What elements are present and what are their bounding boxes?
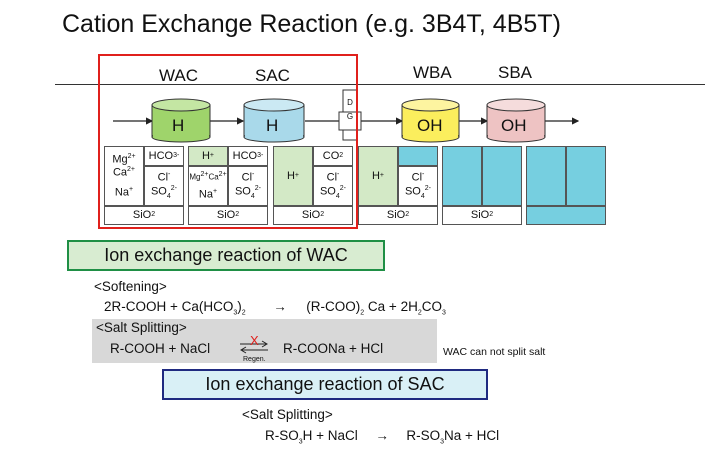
raw-cations: Mg2+ Ca2+ Na+ (104, 146, 144, 206)
after-sba-removed-b (566, 146, 606, 206)
after-wac-cations: Mg2+Ca2+ Na+ (188, 166, 228, 206)
flow-diagram (113, 89, 580, 143)
sba-vessel (486, 98, 546, 143)
wba-vessel (401, 98, 460, 143)
label-wac: WAC (159, 66, 199, 85)
sac-section-heading: Ion exchange reaction of SAC (162, 369, 488, 400)
after-wac-hydrogen: H+ (188, 146, 228, 166)
wac-sac-highlight-box (98, 54, 358, 229)
after-sac-hydrogen: H+ (273, 146, 313, 206)
label-wba: WBA (413, 63, 452, 82)
degasser-label: D G (346, 98, 354, 121)
after-dg-removed (398, 146, 438, 166)
process-line (55, 84, 705, 85)
after-sba-removed-silica (526, 206, 606, 225)
after-sac-anions: Cl- SO42- (313, 166, 353, 206)
after-sba-removed-a (526, 146, 566, 206)
after-wac-anions: Cl- SO42- (228, 166, 268, 206)
wac-vessel-label: H (172, 116, 185, 135)
raw-anions: Cl- SO42- (144, 166, 184, 206)
after-dg-hydrogen: H+ (358, 146, 398, 206)
softening-label: <Softening> (94, 279, 167, 294)
after-dg-anions: Cl- SO42- (398, 166, 438, 206)
sac-splitting-equation: R-SO3H + NaCl → R-SO3Na + HCl (265, 428, 500, 446)
label-sac: SAC (255, 66, 290, 85)
wac-salt-splitting-band (92, 319, 437, 363)
regen-label: Regen. (243, 356, 266, 363)
label-sba: SBA (498, 63, 533, 82)
sac-salt-splitting-label: <Salt Splitting> (242, 407, 333, 422)
sac-vessel-label: H (266, 116, 279, 135)
wac-vessel (151, 98, 211, 143)
sac-vessel (243, 98, 305, 143)
wac-section-heading: Ion exchange reaction of WAC (67, 240, 385, 271)
degasser (338, 89, 362, 141)
wac-note: WAC can not split salt (443, 346, 546, 358)
softening-equation: 2R-COOH + Ca(HCO3)2 → (R-COO)2 Ca + 2H2C… (104, 299, 446, 317)
after-wba-removed-a (442, 146, 482, 206)
cross-mark: X (250, 333, 259, 348)
wac-splitting-right: R-COONa + HCl (283, 341, 384, 356)
wba-vessel-label: OH (417, 116, 443, 135)
page-title: Cation Exchange Reaction (e.g. 3B4T, 4B5… (62, 10, 561, 38)
sba-vessel-label: OH (501, 116, 527, 135)
wac-splitting-left: R-COOH + NaCl (110, 341, 211, 356)
wac-salt-splitting-label: <Salt Splitting> (96, 320, 187, 335)
after-wba-removed-b (482, 146, 522, 206)
panel-after-sba (526, 146, 606, 226)
equilibrium-arrows-icon (240, 340, 268, 354)
